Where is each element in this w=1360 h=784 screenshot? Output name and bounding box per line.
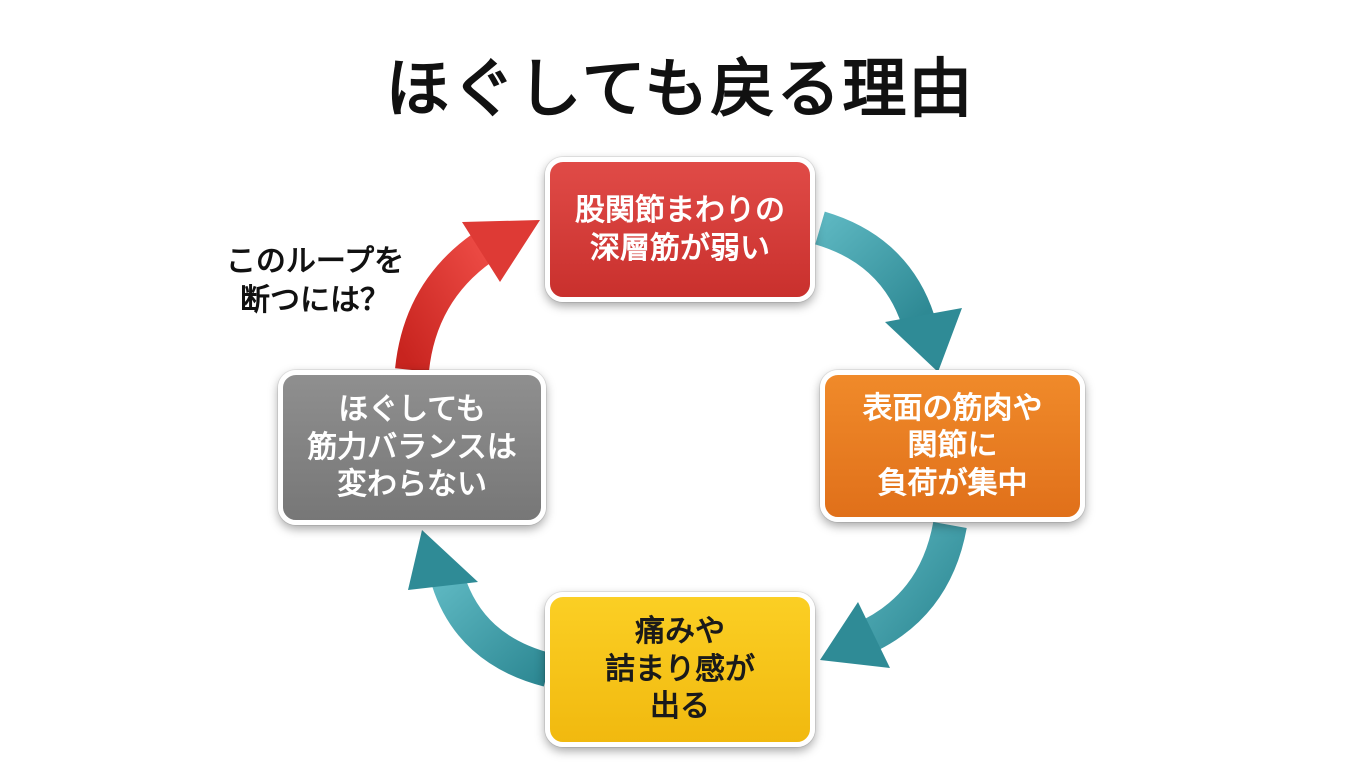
node-left-label: ほぐしても 筋力バランスは 変わらない: [307, 392, 517, 503]
node-right-label: 表面の筋肉や 関節に 負荷が集中: [862, 390, 1043, 501]
node-pain-stiffness: 痛みや 詰まり感が 出る: [545, 592, 815, 747]
arrow-right-to-bottom: [820, 521, 967, 668]
node-balance-unchanged: ほぐしても 筋力バランスは 変わらない: [278, 370, 546, 525]
loop-question-label: このループを 断つには？: [225, 244, 405, 318]
diagram-title: ほぐしても戻る理由: [385, 53, 975, 127]
arrow-left-to-top: [395, 220, 540, 373]
arrow-bottom-to-left: [408, 530, 553, 687]
node-bottom-label: 痛みや 詰まり感が 出る: [605, 614, 755, 725]
node-top-label: 股関節まわりの 深層筋が弱い: [575, 193, 785, 266]
node-deep-muscle-weak: 股関節まわりの 深層筋が弱い: [545, 157, 815, 302]
node-load-concentration: 表面の筋肉や 関節に 負荷が集中: [820, 370, 1085, 522]
arrow-top-to-right: [814, 211, 962, 372]
